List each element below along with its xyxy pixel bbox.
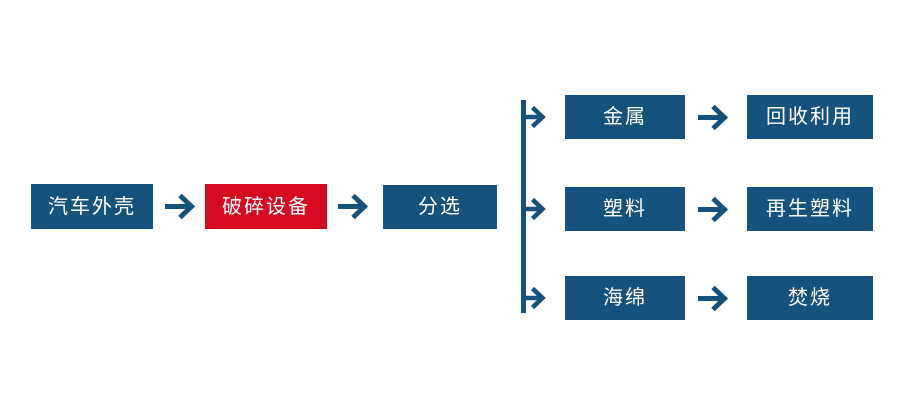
node-crusher: 破碎设备 xyxy=(205,184,327,229)
node-recycle-label: 回收利用 xyxy=(766,106,854,128)
node-plastic: 塑料 xyxy=(565,187,685,231)
arrow-right-icon xyxy=(698,196,729,223)
arrow-right-icon xyxy=(698,285,729,312)
node-car-shell: 汽车外壳 xyxy=(31,184,153,229)
node-sorting-label: 分选 xyxy=(418,196,462,218)
arrow-right-icon xyxy=(522,105,546,129)
arrow-right-icon xyxy=(338,193,369,220)
node-recycle: 回收利用 xyxy=(747,95,873,139)
node-recycled-plastic-label: 再生塑料 xyxy=(766,198,854,220)
node-sponge: 海绵 xyxy=(565,276,685,320)
branch-connector-line xyxy=(521,100,526,313)
node-metal: 金属 xyxy=(565,95,685,139)
node-recycled-plastic: 再生塑料 xyxy=(747,187,873,231)
node-sorting: 分选 xyxy=(383,185,497,229)
arrow-right-icon xyxy=(522,197,546,221)
arrow-right-icon xyxy=(165,193,196,220)
node-plastic-label: 塑料 xyxy=(603,198,647,220)
node-metal-label: 金属 xyxy=(603,106,647,128)
node-crusher-label: 破碎设备 xyxy=(222,195,310,218)
arrow-right-icon xyxy=(522,286,546,310)
node-sponge-label: 海绵 xyxy=(603,287,647,309)
arrow-right-icon xyxy=(698,104,729,131)
node-car-shell-label: 汽车外壳 xyxy=(48,195,136,218)
node-incineration-label: 焚烧 xyxy=(788,287,832,309)
node-incineration: 焚烧 xyxy=(747,276,873,320)
